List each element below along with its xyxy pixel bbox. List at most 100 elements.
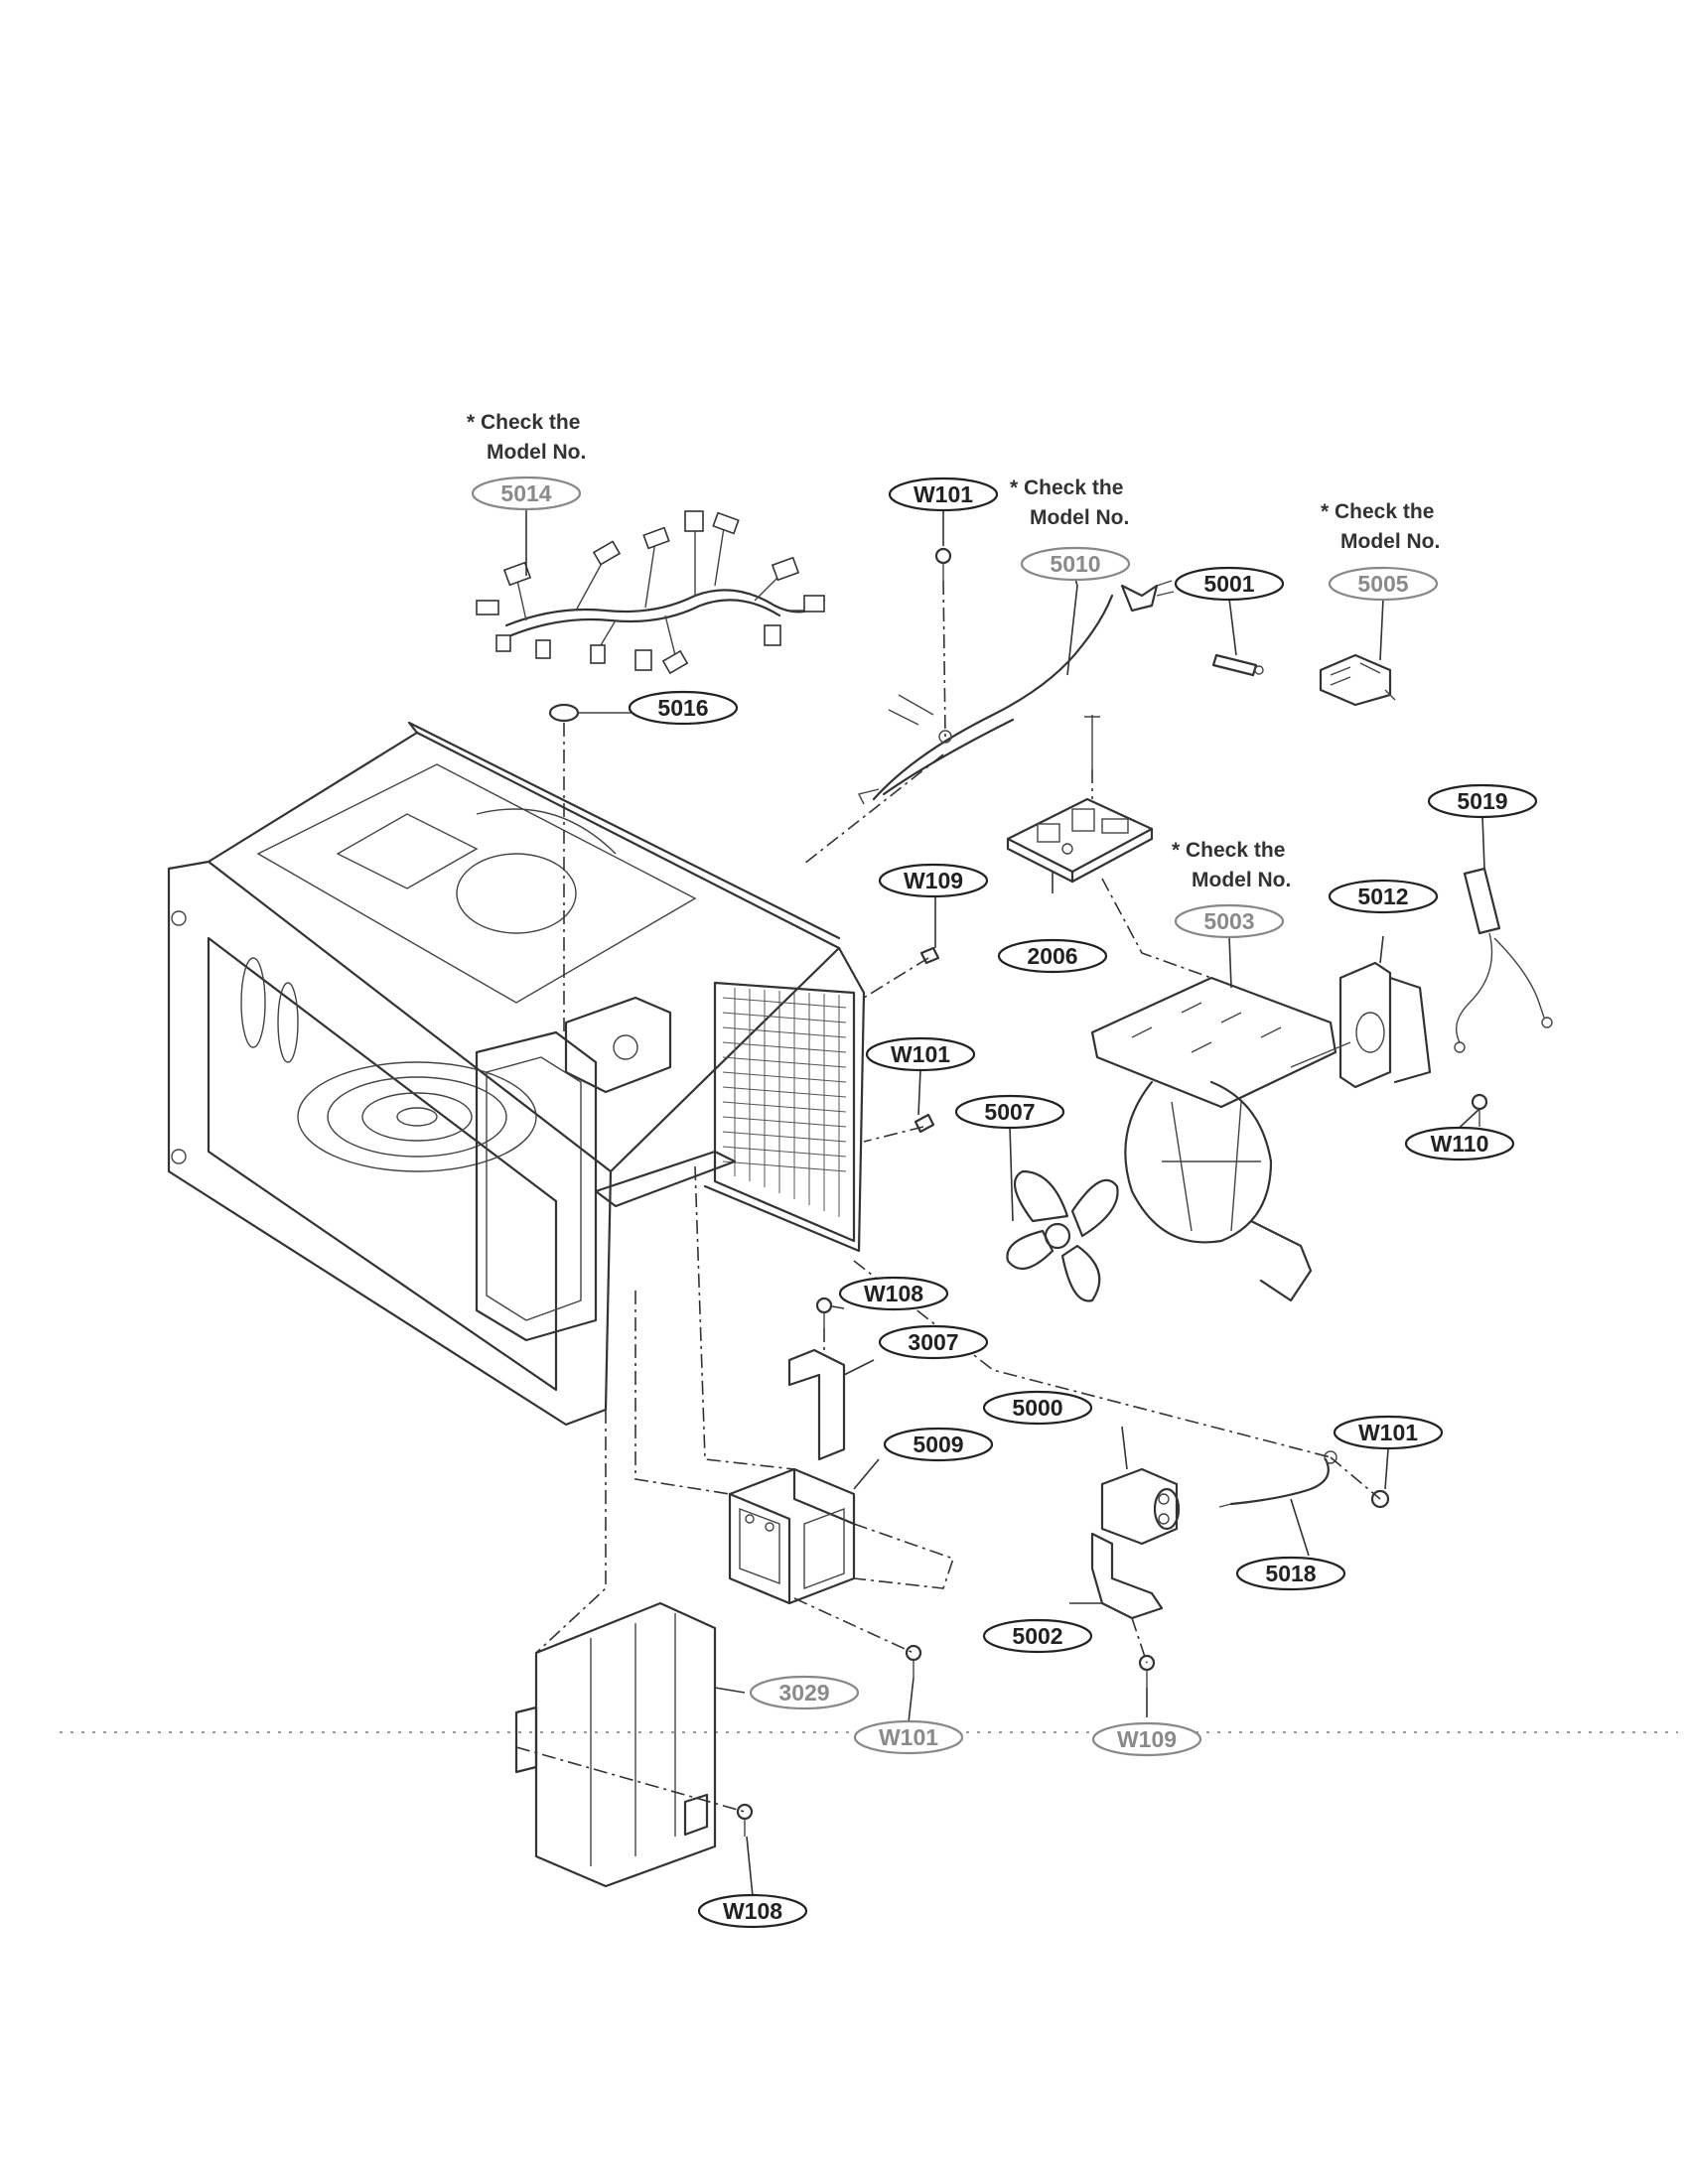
callout-text: 5019 xyxy=(1457,788,1507,814)
callout-5005: 5005 xyxy=(1328,566,1439,602)
callout-oval xyxy=(1427,783,1538,819)
callout-text: 3029 xyxy=(778,1680,829,1706)
sensor-5019 xyxy=(1454,867,1553,1053)
leader-lines xyxy=(525,508,1485,1897)
callout-text: W110 xyxy=(1431,1131,1489,1157)
callout-text: W101 xyxy=(1358,1420,1418,1445)
callout-text: 5012 xyxy=(1357,884,1408,909)
diode-5018 xyxy=(1218,1450,1337,1508)
fan-blade-5007 xyxy=(1006,1169,1119,1302)
screw-w108-upper xyxy=(815,1297,833,1328)
callout-oval xyxy=(1404,1126,1515,1161)
thermal-sensor-5016 xyxy=(548,703,635,723)
callout-oval xyxy=(888,477,999,512)
callout-5002: 5002 xyxy=(982,1618,1093,1654)
wire-harness-5014 xyxy=(476,510,826,675)
power-cord-5010 xyxy=(857,580,1175,805)
callout-oval xyxy=(1328,879,1439,914)
callout-text: 5000 xyxy=(1012,1395,1062,1421)
callout-3007: 3007 xyxy=(878,1324,989,1360)
callout-5001: 5001 xyxy=(1174,566,1285,602)
note-cord-line2: Model No. xyxy=(1030,506,1129,529)
screw-w101-lower xyxy=(905,1644,922,1678)
callout-oval xyxy=(838,1276,949,1311)
callout-text: W101 xyxy=(891,1041,950,1067)
callout-oval xyxy=(1235,1556,1346,1591)
callout-text: 5018 xyxy=(1265,1561,1316,1586)
callout-5000: 5000 xyxy=(982,1390,1093,1426)
callout-text: W101 xyxy=(879,1724,938,1750)
callout-text: W109 xyxy=(1117,1726,1177,1752)
callout-w108-upper: W108 xyxy=(838,1276,949,1311)
callout-oval xyxy=(1333,1415,1444,1450)
callout-5019: 5019 xyxy=(1427,783,1538,819)
callout-text: 5010 xyxy=(1050,551,1100,577)
capacitor-bracket-5002 xyxy=(1090,1532,1164,1620)
note-5003: * Check the Model No. xyxy=(1172,839,1291,891)
callout-text: 3007 xyxy=(908,1329,958,1355)
callout-oval xyxy=(749,1675,860,1710)
callout-oval xyxy=(954,1094,1065,1130)
callout-w101-top: W101 xyxy=(888,477,999,512)
callout-oval xyxy=(1174,903,1285,939)
callout-oval xyxy=(471,476,582,511)
callout-text: 5014 xyxy=(500,480,551,506)
cabinet-cavity xyxy=(167,721,866,1427)
callout-text: W109 xyxy=(904,868,963,893)
screw-w101-right xyxy=(1370,1489,1390,1509)
callout-w101-lower: W101 xyxy=(853,1719,964,1755)
callout-text: W108 xyxy=(864,1281,923,1306)
callout-oval xyxy=(878,1324,989,1360)
bracket-3007 xyxy=(787,1348,846,1461)
note-5005-line1: * Check the xyxy=(1321,500,1434,523)
assembly-lines xyxy=(515,580,1381,1813)
callout-text: 5001 xyxy=(1203,571,1254,597)
callout-text: 5007 xyxy=(984,1099,1035,1125)
callout-oval xyxy=(697,1893,808,1929)
callout-text: 5005 xyxy=(1357,571,1408,597)
callout-3029: 3029 xyxy=(749,1675,860,1710)
callout-text: W101 xyxy=(914,481,973,507)
capacitor-5000 xyxy=(1100,1467,1181,1546)
note-cord-line1: * Check the xyxy=(1010,477,1123,499)
callout-oval xyxy=(853,1719,964,1755)
callout-w101-mid: W101 xyxy=(865,1036,976,1072)
bracket-5005 xyxy=(1319,653,1396,707)
note-5003-line2: Model No. xyxy=(1192,869,1291,891)
callout-oval xyxy=(997,938,1108,974)
callout-oval xyxy=(1091,1721,1202,1757)
callout-w109-upper: W109 xyxy=(878,863,989,898)
fan-motor-5012 xyxy=(1290,961,1432,1089)
callout-w108-lower: W108 xyxy=(697,1893,808,1929)
callout-w109-lower: W109 xyxy=(1091,1721,1202,1757)
note-harness-line1: * Check the xyxy=(467,411,580,434)
callout-5014: 5014 xyxy=(471,476,582,511)
transformer-5009 xyxy=(728,1467,856,1605)
callout-oval xyxy=(1174,566,1285,602)
callout-oval xyxy=(883,1427,994,1462)
note-5003-line1: * Check the xyxy=(1172,839,1285,862)
callout-oval xyxy=(982,1618,1093,1654)
note-5005: * Check the Model No. xyxy=(1321,500,1440,553)
callout-5009: 5009 xyxy=(883,1427,994,1462)
note-5005-line2: Model No. xyxy=(1340,530,1440,553)
callout-w101-right: W101 xyxy=(1333,1415,1444,1450)
callout-5018: 5018 xyxy=(1235,1556,1346,1591)
screw-w110 xyxy=(1471,1093,1488,1127)
callout-oval xyxy=(878,863,989,898)
callout-oval xyxy=(982,1390,1093,1426)
fuse-5001 xyxy=(1211,653,1264,677)
note-harness: * Check the Model No. xyxy=(467,411,586,464)
callout-text: 5002 xyxy=(1012,1623,1062,1649)
noise-filter-board-2006 xyxy=(1006,715,1154,884)
callout-2006: 2006 xyxy=(997,938,1108,974)
callout-5007: 5007 xyxy=(954,1094,1065,1130)
note-cord: * Check the Model No. xyxy=(1010,477,1129,529)
fan-bracket-5003 xyxy=(1090,976,1337,1302)
callout-oval xyxy=(628,690,739,726)
callout-5010: 5010 xyxy=(1020,546,1131,582)
callout-oval xyxy=(1328,566,1439,602)
screw-w101-mid xyxy=(914,1113,935,1134)
callout-text: 5003 xyxy=(1203,908,1254,934)
callout-text: 2006 xyxy=(1027,943,1077,969)
